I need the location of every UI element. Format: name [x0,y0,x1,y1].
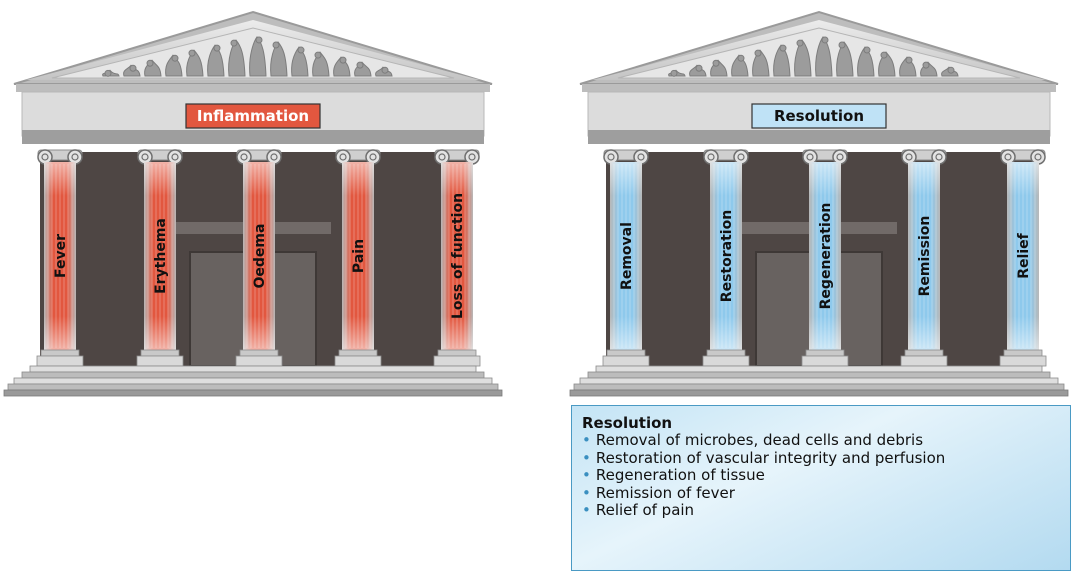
legend-item-text: Restoration of vascular integrity and pe… [595,448,946,467]
temple-sign: Inflammation [185,103,321,129]
cornice [582,84,1056,92]
cornice [16,84,490,92]
temple-steps [3,365,503,397]
column: Pain [334,149,382,367]
legend-item: •Relief of pain [582,501,695,520]
column-label: Pain [351,239,367,273]
pediment [579,10,1059,85]
temple-sign-label: Resolution [774,107,864,125]
legend-item-text: Remission of fever [595,483,735,502]
legend-item: •Restoration of vascular integrity and p… [582,448,946,467]
column: Removal [602,149,650,367]
legend-item: •Regeneration of tissue [582,466,765,485]
column: Regeneration [801,149,849,367]
legend-title: Resolution [582,414,673,432]
column-label: Restoration [719,210,735,302]
temple-steps [569,365,1069,397]
pediment [13,10,493,85]
column-label: Loss of function [450,193,466,319]
column-label: Oedema [252,224,268,289]
architrave [22,130,484,144]
resolution-legend-box: Resolution •Removal of microbes, dead ce… [571,405,1071,571]
legend-item: •Removal of microbes, dead cells and deb… [582,431,924,449]
column: Erythema [136,149,184,367]
legend-item: •Remission of fever [582,483,735,502]
legend-item-text: Regeneration of tissue [595,466,765,485]
column: Fever [36,149,84,367]
pediment-sculpture [668,36,959,77]
temple-sign-label: Inflammation [197,107,309,125]
column-label: Relief [1016,232,1032,278]
temple-sign: Resolution [751,103,887,129]
column: Relief [999,149,1047,367]
column: Remission [900,149,948,367]
column: Oedema [235,149,283,367]
architrave [588,130,1050,144]
column: Restoration [702,149,750,367]
pediment-sculpture [102,36,393,77]
column-label: Regeneration [818,203,834,310]
column-label: Removal [619,222,635,290]
legend-item-text: Relief of pain [595,501,695,520]
legend-list: •Removal of microbes, dead cells and deb… [582,431,1060,520]
column-label: Remission [917,216,933,297]
column-label: Erythema [153,218,169,294]
column-label: Fever [53,234,69,278]
column: Loss of function [433,149,481,367]
legend-item-text: Removal of microbes, dead cells and debr… [595,431,924,449]
